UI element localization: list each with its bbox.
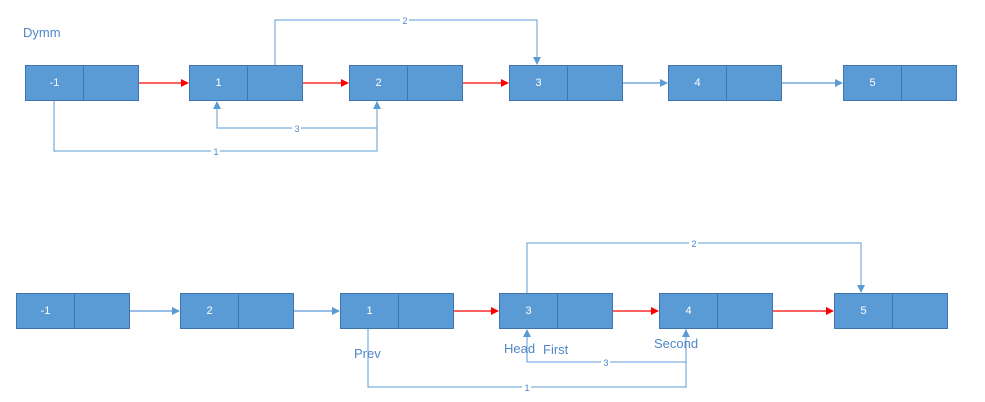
bottom-node-3: 1 — [340, 293, 454, 329]
top-node-5: 4 — [668, 65, 782, 101]
node-value: 1 — [341, 294, 399, 328]
node-value: 5 — [835, 294, 893, 328]
node-value: -1 — [26, 66, 84, 100]
top-node-4: 3 — [509, 65, 623, 101]
node-value: 5 — [844, 66, 902, 100]
first-tag: First — [543, 342, 569, 357]
second-tag: Second — [654, 336, 699, 351]
node-value: 2 — [350, 66, 408, 100]
head-tag: Head — [504, 341, 536, 356]
bottom-node-2: 2 — [180, 293, 294, 329]
bottom-edge-1-label: 1 — [524, 383, 529, 393]
bottom-node-6: 5 — [834, 293, 948, 329]
node-value: 4 — [669, 66, 727, 100]
dummy-title: Dymm — [23, 25, 61, 40]
node-value: 1 — [190, 66, 248, 100]
node-value: 3 — [500, 294, 558, 328]
prev-tag: Prev — [354, 346, 381, 361]
top-edge-2 — [274, 19, 541, 65]
top-node-2: 1 — [189, 65, 303, 101]
bottom-edge-3-label: 3 — [603, 358, 608, 368]
bottom-node-4: 3 — [499, 293, 613, 329]
top-node-6: 5 — [843, 65, 957, 101]
node-value: 3 — [510, 66, 568, 100]
top-node-1: -1 — [25, 65, 139, 101]
top-edge-1 — [53, 101, 381, 152]
top-edge-3-label: 3 — [294, 124, 299, 134]
node-value: 4 — [660, 294, 718, 328]
top-edge-1-label: 1 — [213, 147, 218, 157]
node-value: -1 — [17, 294, 75, 328]
bottom-edge-2 — [526, 242, 865, 293]
node-value: 2 — [181, 294, 239, 328]
top-node-3: 2 — [349, 65, 463, 101]
top-edge-2-label: 2 — [402, 16, 407, 26]
bottom-edge-2-label: 2 — [691, 239, 696, 249]
bottom-node-5: 4 — [659, 293, 773, 329]
bottom-node-1: -1 — [16, 293, 130, 329]
